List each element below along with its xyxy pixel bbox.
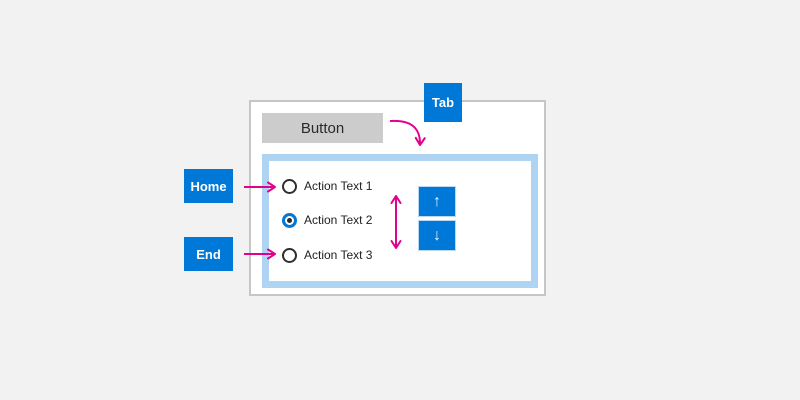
radio-option-1-label: Action Text 1 (304, 179, 373, 193)
radio-option-2-label: Action Text 2 (304, 213, 373, 227)
radio-dot (287, 217, 292, 223)
key-badge-end-label: End (196, 246, 221, 262)
key-badge-home: Home (184, 169, 233, 203)
radio-option-1[interactable]: Action Text 1 (282, 178, 372, 194)
demo-button[interactable]: Button (262, 113, 383, 143)
radio-option-3-label: Action Text 3 (304, 248, 373, 262)
key-badge-tab: Tab (424, 83, 462, 122)
spin-down-button[interactable]: ↓ (418, 220, 456, 251)
spin-up-button[interactable]: ↑ (418, 186, 456, 217)
radio-selected-icon[interactable] (282, 212, 297, 228)
up-arrow-icon: ↑ (433, 192, 441, 210)
key-badge-home-label: Home (190, 178, 227, 194)
radio-unselected-icon[interactable] (282, 247, 297, 263)
radio-option-2[interactable]: Action Text 2 (282, 212, 372, 228)
down-arrow-icon: ↓ (433, 226, 441, 244)
key-badge-tab-label: Tab (431, 95, 455, 110)
radio-option-3[interactable]: Action Text 3 (282, 247, 372, 263)
demo-button-label: Button (300, 119, 345, 137)
key-badge-end: End (184, 237, 233, 271)
radio-unselected-icon[interactable] (282, 178, 297, 194)
